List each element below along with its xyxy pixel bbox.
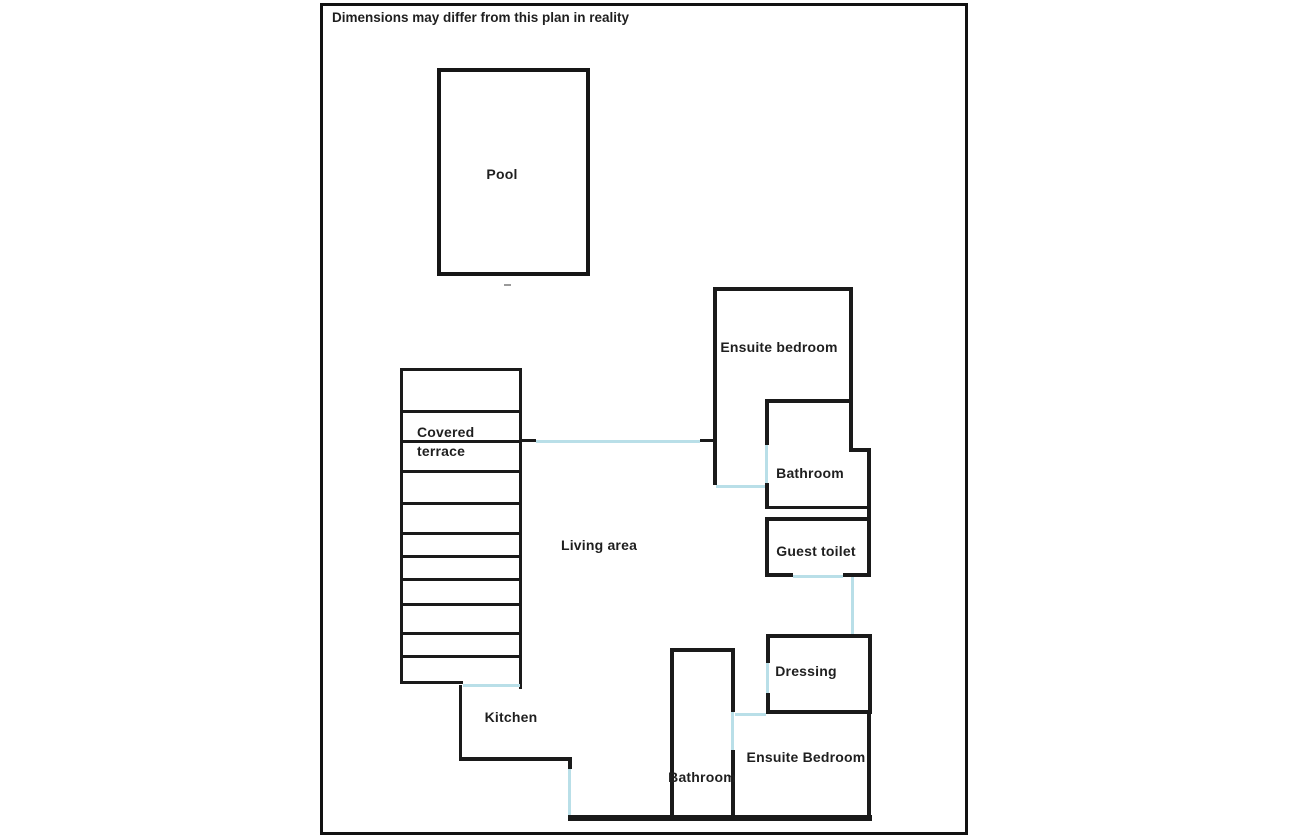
wall — [713, 287, 853, 291]
wall-bottom — [568, 815, 872, 821]
wall — [568, 757, 572, 769]
wall — [849, 287, 853, 452]
wall — [867, 509, 871, 577]
wall — [765, 483, 769, 509]
wall — [459, 757, 571, 761]
wall — [766, 634, 872, 638]
wall — [868, 634, 872, 714]
door-marker — [765, 445, 768, 483]
terrace-wall-top — [400, 368, 522, 371]
terrace-slat — [400, 440, 522, 443]
stray-mark — [504, 284, 511, 286]
door-marker-vertical — [851, 577, 854, 634]
room-label-bathroom-bottom: Bathroom — [668, 769, 736, 785]
wall — [843, 573, 871, 577]
door-marker — [735, 713, 766, 716]
terrace-wall-left — [400, 368, 403, 683]
plan-outer-frame — [320, 3, 968, 835]
wall — [766, 710, 872, 714]
room-label-pool: Pool — [486, 166, 518, 182]
wall — [731, 648, 735, 712]
wall — [731, 750, 735, 819]
wall — [670, 648, 735, 652]
terrace-slat — [400, 502, 522, 505]
wall — [459, 685, 462, 760]
wall — [765, 517, 769, 577]
pool-outline — [437, 68, 590, 276]
terrace-slat — [400, 555, 522, 558]
wall — [867, 710, 871, 819]
room-label-ensuite-bedroom-bottom: Ensuite Bedroom — [746, 749, 866, 765]
terrace-slat — [400, 655, 522, 658]
wall — [766, 634, 770, 663]
wall-divider — [765, 506, 871, 509]
room-label-guest-toilet: Guest toilet — [776, 543, 856, 559]
door-marker — [731, 712, 734, 750]
wall — [766, 693, 770, 714]
wall-step — [849, 448, 871, 452]
room-label-bathroom-top: Bathroom — [776, 465, 844, 481]
door-marker — [793, 575, 843, 578]
wall — [867, 448, 871, 509]
terrace-door-marker — [463, 684, 520, 687]
terrace-slat — [400, 632, 522, 635]
door-marker-vertical — [568, 769, 571, 817]
wall — [670, 648, 674, 819]
terrace-wall-right — [519, 368, 522, 689]
door-stub — [700, 439, 715, 442]
room-label-terrace: terrace — [417, 443, 466, 459]
room-label-ensuite-bedroom-top: Ensuite bedroom — [720, 339, 838, 355]
wall — [765, 399, 769, 445]
door-stub — [522, 439, 536, 442]
room-label-dressing: Dressing — [775, 663, 837, 679]
terrace-slat — [400, 578, 522, 581]
wall — [713, 287, 717, 485]
terrace-slat — [400, 603, 522, 606]
terrace-slat — [400, 410, 522, 413]
room-label-covered: Covered — [417, 424, 475, 440]
room-label-kitchen: Kitchen — [484, 709, 538, 725]
door-marker-long — [536, 440, 700, 443]
wall — [765, 573, 793, 577]
wall — [766, 399, 853, 403]
terrace-slat — [400, 470, 522, 473]
room-label-living-area: Living area — [560, 537, 638, 553]
door-marker — [716, 485, 766, 488]
terrace-wall-bottom — [400, 681, 463, 684]
door-marker — [766, 663, 769, 693]
wall-divider — [765, 517, 871, 521]
disclaimer-text: Dimensions may differ from this plan in … — [332, 10, 630, 25]
terrace-slat — [400, 532, 522, 535]
